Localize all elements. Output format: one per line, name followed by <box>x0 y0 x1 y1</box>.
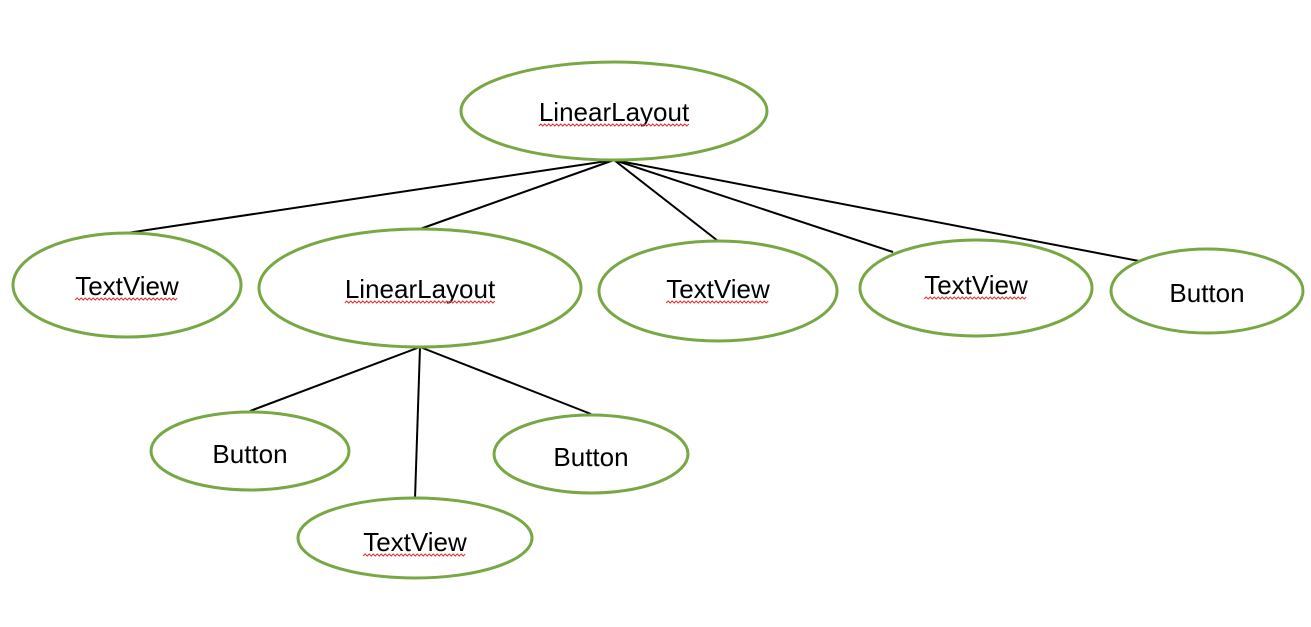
node-label: TextView <box>924 270 1028 300</box>
node-label: Button <box>1169 278 1244 308</box>
edge-root-to-btn1 <box>613 159 1140 262</box>
node-ellipse <box>11 231 243 339</box>
edge-ll2-to-tv4 <box>414 346 421 500</box>
node-btn2: Button <box>149 410 351 492</box>
node-ellipse <box>459 60 769 162</box>
node-ll2: LinearLayout <box>257 227 583 349</box>
edge-root-to-tv1 <box>126 159 615 234</box>
node-ellipse <box>492 413 690 495</box>
node-ellipse <box>1109 247 1305 335</box>
spellcheck-underline <box>665 300 769 304</box>
spellcheck-underline <box>362 553 466 557</box>
node-btn1: Button <box>1109 247 1305 335</box>
node-ellipse <box>597 239 839 343</box>
node-label: Button <box>553 442 628 472</box>
node-label: Button <box>212 439 287 469</box>
edges-layer <box>126 159 1140 500</box>
node-tv1: TextView <box>11 231 243 339</box>
spellcheck-underline <box>344 300 496 304</box>
node-btn3: Button <box>492 413 690 495</box>
edge-root-to-ll2 <box>419 159 615 230</box>
node-label: TextView <box>75 271 179 301</box>
node-ellipse <box>149 410 351 492</box>
node-ellipse <box>296 496 534 580</box>
edge-ll2-to-btn3 <box>419 346 592 415</box>
spellcheck-underline <box>538 123 690 127</box>
spellcheck-underline <box>923 296 1027 300</box>
node-label: TextView <box>363 527 467 557</box>
spellcheck-underline <box>74 297 178 301</box>
node-tv4: TextView <box>296 496 534 580</box>
edge-root-to-tv3 <box>613 159 894 253</box>
node-label: LinearLayout <box>539 97 690 127</box>
edge-root-to-tv2 <box>613 159 719 242</box>
node-ellipse <box>858 238 1094 338</box>
edge-ll2-to-btn2 <box>249 346 421 412</box>
node-tv2: TextView <box>597 239 839 343</box>
node-label: LinearLayout <box>345 274 496 304</box>
node-label: TextView <box>666 274 770 304</box>
node-tv3: TextView <box>858 238 1094 338</box>
node-root: LinearLayout <box>459 60 769 162</box>
node-ellipse <box>257 227 583 349</box>
